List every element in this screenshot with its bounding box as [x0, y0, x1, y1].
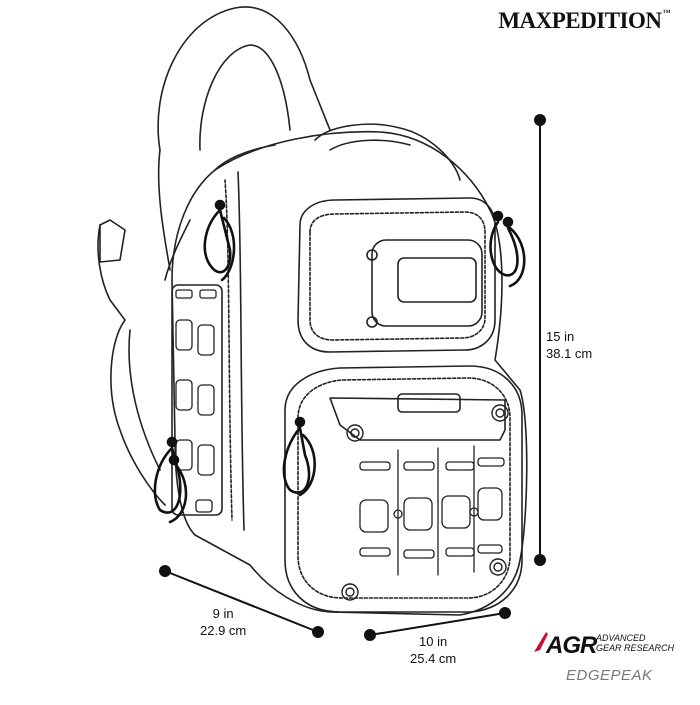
- pack-body: [171, 123, 528, 616]
- width-dimension-label: 10 in 25.4 cm: [410, 633, 456, 667]
- height-imperial: 15 in: [546, 329, 575, 344]
- height-dimension-label: 15 in 38.1 cm: [546, 328, 592, 362]
- width-metric: 25.4 cm: [410, 651, 457, 666]
- height-metric: 38.1 cm: [546, 346, 593, 361]
- product-name: EDGEPEAK: [566, 667, 653, 684]
- zipper-pull-icon: [489, 210, 526, 288]
- laser-cut-grid: [359, 445, 505, 576]
- agr-subtitle: ADVANCED GEAR RESEARCH: [596, 633, 675, 653]
- depth-dimension-label: 9 in 22.9 cm: [200, 605, 246, 639]
- zipper-pulls: [153, 199, 526, 524]
- width-dimension-line: [369, 612, 506, 636]
- depth-imperial: 9 in: [212, 606, 234, 621]
- agr-arrow-icon: [534, 632, 548, 652]
- agr-mark-text: AGR: [546, 632, 597, 659]
- depth-dimension-line: [164, 570, 319, 633]
- zipper-pull-icon: [203, 199, 236, 282]
- depth-metric: 22.9 cm: [200, 623, 247, 638]
- front-pocket: [284, 365, 523, 613]
- agr-logo: AGR ADVANCED GEAR RESEARCH: [532, 630, 692, 666]
- zipper-pull-icon: [282, 416, 316, 497]
- snap-button: [341, 404, 509, 601]
- width-imperial: 10 in: [419, 634, 448, 649]
- shoulder-strap: [97, 6, 331, 506]
- dimension-lines: [159, 114, 546, 641]
- upper-pocket: [297, 197, 496, 353]
- zipper-pull-icon: [153, 436, 188, 524]
- maxpedition-logo: MAXPEDITION™: [498, 8, 670, 33]
